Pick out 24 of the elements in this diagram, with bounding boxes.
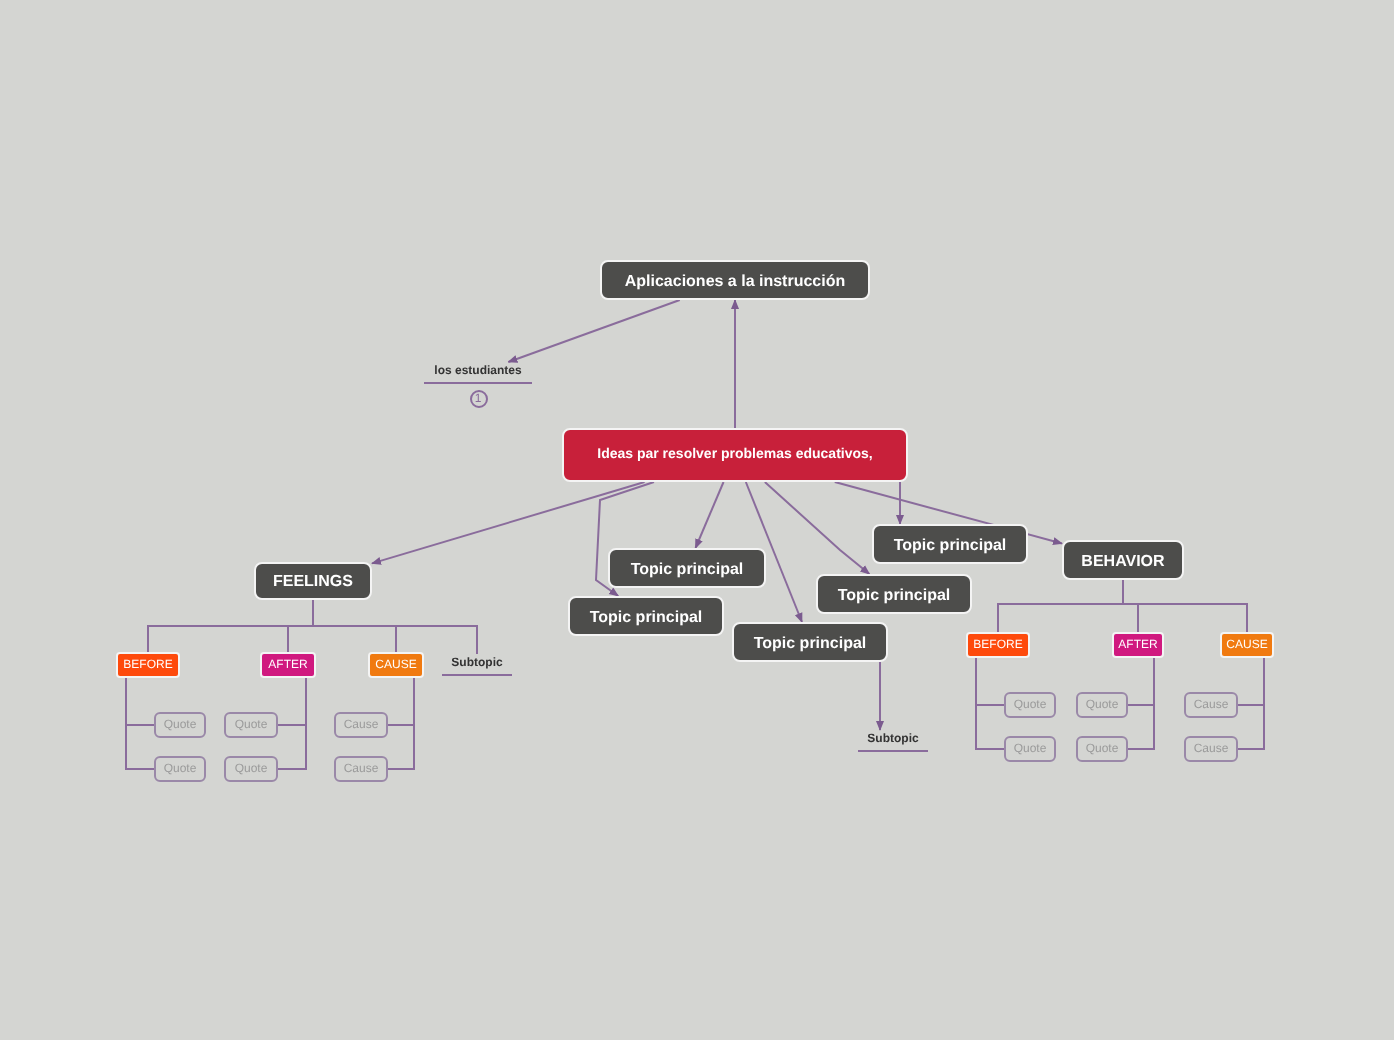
topic-box: Topic principal	[568, 596, 724, 636]
arrow	[594, 481, 655, 597]
connector-line	[1127, 657, 1155, 750]
arrow	[876, 661, 884, 731]
arrow	[507, 299, 681, 363]
topic-box: Topic principal	[732, 622, 888, 662]
topic-box: Aplicaciones a la instrucción	[600, 260, 870, 300]
arrow	[896, 481, 904, 525]
connector-line	[387, 677, 415, 770]
arrow	[744, 481, 803, 623]
connector-line	[975, 657, 1005, 750]
topic-box: FEELINGS	[254, 562, 372, 600]
arrow	[731, 299, 739, 429]
arrow	[371, 481, 646, 565]
arrow	[763, 481, 871, 575]
topic-box: BEHAVIOR	[1062, 540, 1184, 580]
connector-line	[277, 677, 307, 770]
connector-line	[125, 677, 155, 770]
connector-line	[1237, 657, 1265, 750]
arrow	[694, 481, 725, 549]
topic-box: Topic principal	[816, 574, 972, 614]
topic-box: Topic principal	[872, 524, 1028, 564]
connector-line	[1122, 579, 1248, 633]
topic-box: Topic principal	[608, 548, 766, 588]
